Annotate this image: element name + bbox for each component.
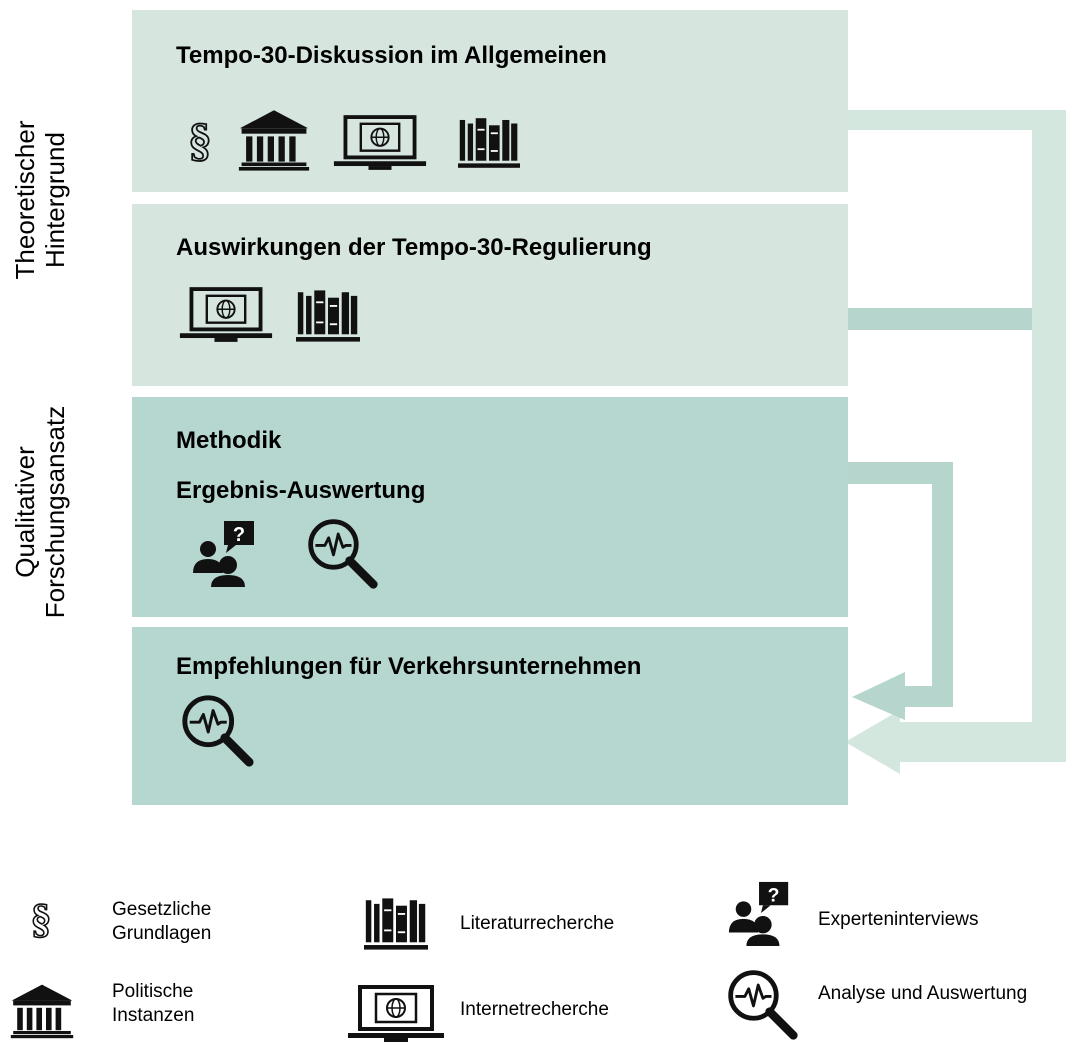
box-tempo30-discussion: Tempo-30-Diskussion im Allgemeinen bbox=[132, 10, 848, 192]
flow-arrows bbox=[845, 110, 1066, 774]
legend-label-experts: Experteninterviews bbox=[818, 909, 979, 930]
box-tempo30-effects: Auswirkungen der Tempo-30-Regulierung bbox=[132, 204, 848, 386]
box-title: Tempo-30-Diskussion im Allgemeinen bbox=[176, 42, 607, 69]
analysis-icon bbox=[304, 515, 380, 591]
box-subtitle: Ergebnis-Auswertung bbox=[176, 477, 426, 504]
side-label-qualitative: Qualitativer Forschungsansatz bbox=[10, 406, 70, 618]
books-icon bbox=[296, 286, 360, 346]
side-label-theoretical-line1: Theoretischer bbox=[10, 120, 40, 280]
legend-label-analysis: Analyse und Auswertung bbox=[818, 983, 1028, 1004]
flow-arrow-box2 bbox=[845, 308, 1032, 330]
legend-label-political-line2: Instanzen bbox=[112, 1005, 195, 1026]
side-label-theoretical: Theoretischer Hintergrund bbox=[10, 121, 70, 280]
books-icon bbox=[458, 114, 520, 172]
box-title: Empfehlungen für Verkehrsunternehmen bbox=[176, 653, 642, 680]
box-title: Methodik bbox=[176, 427, 282, 454]
legend-books-icon bbox=[364, 894, 428, 954]
paragraph-icon bbox=[182, 112, 218, 166]
legend-laptop-globe-icon bbox=[346, 984, 446, 1044]
legend-paragraph-icon bbox=[24, 894, 58, 942]
legend-institution-icon bbox=[10, 982, 74, 1040]
legend: Gesetzliche Grundlagen Politische Instan… bbox=[0, 870, 1088, 1048]
flow-arrow-box1 bbox=[845, 110, 1066, 774]
legend-analysis-icon bbox=[724, 966, 800, 1042]
legend-label-legal-line1: Gesetzliche bbox=[112, 899, 212, 920]
flow-arrow-box3 bbox=[845, 462, 953, 720]
legend-label-literature: Literaturrecherche bbox=[460, 913, 615, 934]
side-label-qualitative-line2: Forschungsansatz bbox=[40, 405, 70, 619]
box-methodology: Methodik Ergebnis-Auswertung bbox=[132, 397, 848, 617]
side-label-qualitative-line1: Qualitativer bbox=[10, 446, 40, 578]
legend-label-legal-line2: Grundlagen bbox=[112, 923, 212, 944]
analysis-icon bbox=[178, 691, 256, 769]
legend-expert-interview-icon bbox=[726, 880, 794, 948]
legend-label-political-line1: Politische bbox=[112, 981, 194, 1002]
expert-interview-icon bbox=[190, 519, 260, 589]
legend-label-political: Politische Instanzen bbox=[112, 980, 194, 1028]
box-title: Auswirkungen der Tempo-30-Regulierung bbox=[176, 234, 652, 261]
box-recommendations: Empfehlungen für Verkehrsunternehmen bbox=[132, 627, 848, 805]
legend-label-internet: Internetrecherche bbox=[460, 999, 609, 1020]
laptop-globe-icon bbox=[178, 286, 274, 344]
legend-label-legal: Gesetzliche Grundlagen bbox=[112, 898, 211, 946]
side-label-theoretical-line2: Hintergrund bbox=[40, 132, 70, 268]
institution-icon bbox=[238, 108, 310, 172]
laptop-globe-icon bbox=[332, 114, 428, 172]
